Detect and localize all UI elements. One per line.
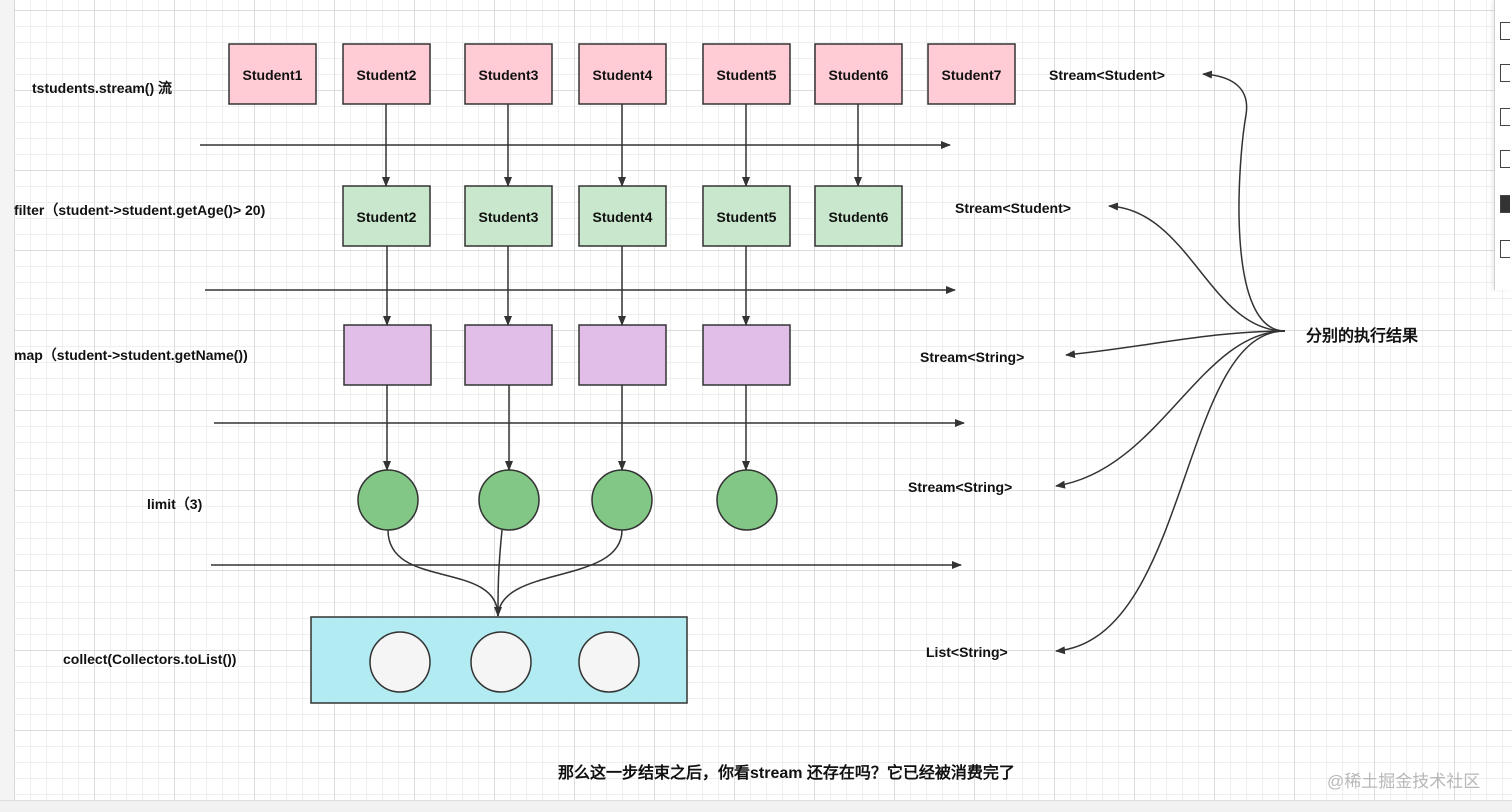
canvas-bottom-edge [0, 800, 1512, 812]
collect-item-2[interactable] [470, 631, 532, 693]
result-arrow [1055, 330, 1286, 489]
collect-merge-arrow [497, 529, 623, 617]
limit-circle-2[interactable] [478, 469, 540, 531]
results-caption: 分别的执行结果 [1306, 328, 1419, 345]
result-type-filter: Stream<Student> [955, 200, 1071, 216]
limit-row [357, 469, 778, 531]
stream-box-student3[interactable] [464, 43, 553, 105]
collect-item-1[interactable] [369, 631, 431, 693]
collect-merge-arrow [387, 529, 502, 617]
result-arrow [1065, 330, 1286, 359]
comment-icon[interactable] [1500, 240, 1510, 258]
filter-box-label: Student2 [357, 209, 417, 225]
filter-box-student2[interactable] [342, 185, 431, 247]
filter-row: Student2 Student3 Student4 Student5 Stud… [342, 185, 903, 247]
stage-label-filter: filter（student->student.getAge()> 20) [14, 202, 266, 218]
stream-box-label: Student3 [479, 67, 539, 83]
stream-box-label: Student5 [717, 67, 777, 83]
map-box-4[interactable] [702, 324, 791, 386]
result-arrows [1055, 70, 1286, 655]
filter-box-student6[interactable] [814, 185, 903, 247]
limit-circle-3[interactable] [591, 469, 653, 531]
stage-label-stream: tstudents.stream() 流 [32, 80, 173, 96]
map-row [343, 324, 791, 386]
map-box-2[interactable] [464, 324, 553, 386]
stream-box-label: Student6 [829, 67, 889, 83]
stream-box-student1[interactable] [228, 43, 317, 105]
map-box-3[interactable] [578, 324, 667, 386]
result-type-map: Stream<String> [920, 349, 1025, 365]
collect-item-3[interactable] [578, 631, 640, 693]
result-type-stream: Stream<Student> [1049, 67, 1165, 83]
editor-toolbar [1494, 0, 1512, 290]
stream-box-student6[interactable] [814, 43, 903, 105]
document-icon[interactable] [1500, 150, 1510, 168]
image-icon[interactable] [1500, 64, 1510, 82]
filter-box-label: Student6 [829, 209, 889, 225]
collect-row [310, 616, 688, 704]
stage-label-limit: limit（3) [147, 496, 203, 512]
filter-box-label: Student4 [593, 209, 653, 225]
stream-box-label: Student7 [942, 67, 1002, 83]
result-type-limit: Stream<String> [908, 479, 1013, 495]
stream-box-student5[interactable] [702, 43, 791, 105]
watermark-text: @稀土掘金技术社区 [1327, 772, 1481, 791]
canvas-left-edge [0, 0, 15, 811]
stream-row: Student1 Student2 Student3 Student4 Stud… [228, 43, 1016, 105]
stream-box-label: Student1 [243, 67, 303, 83]
limit-circle-1[interactable] [357, 469, 419, 531]
stream-box-label: Student4 [593, 67, 653, 83]
brush-icon[interactable] [1500, 195, 1510, 213]
map-box-1[interactable] [343, 324, 432, 386]
filter-box-student5[interactable] [702, 185, 791, 247]
stage-label-map: map（student->student.getName()) [14, 347, 248, 363]
filter-box-label: Student5 [717, 209, 777, 225]
stage-label-collect: collect(Collectors.toList()) [63, 651, 237, 667]
stream-box-student7[interactable] [927, 43, 1016, 105]
result-arrow [1202, 70, 1286, 332]
result-type-collect: List<String> [926, 644, 1008, 660]
limit-circle-4[interactable] [716, 469, 778, 531]
collect-merge-arrow [497, 529, 503, 617]
footer-note: 那么这一步结束之后，你看stream 还存在吗？它已经被消费完了 [558, 765, 1015, 782]
page-icon[interactable] [1500, 108, 1510, 126]
result-arrow [1108, 202, 1286, 332]
filter-box-label: Student3 [479, 209, 539, 225]
stream-box-label: Student2 [357, 67, 417, 83]
stream-box-student4[interactable] [578, 43, 667, 105]
result-arrow [1055, 330, 1286, 655]
element-connectors [382, 104, 862, 617]
filter-box-student3[interactable] [464, 185, 553, 247]
book-icon[interactable] [1500, 22, 1510, 40]
stage-flow-lines [200, 141, 965, 569]
